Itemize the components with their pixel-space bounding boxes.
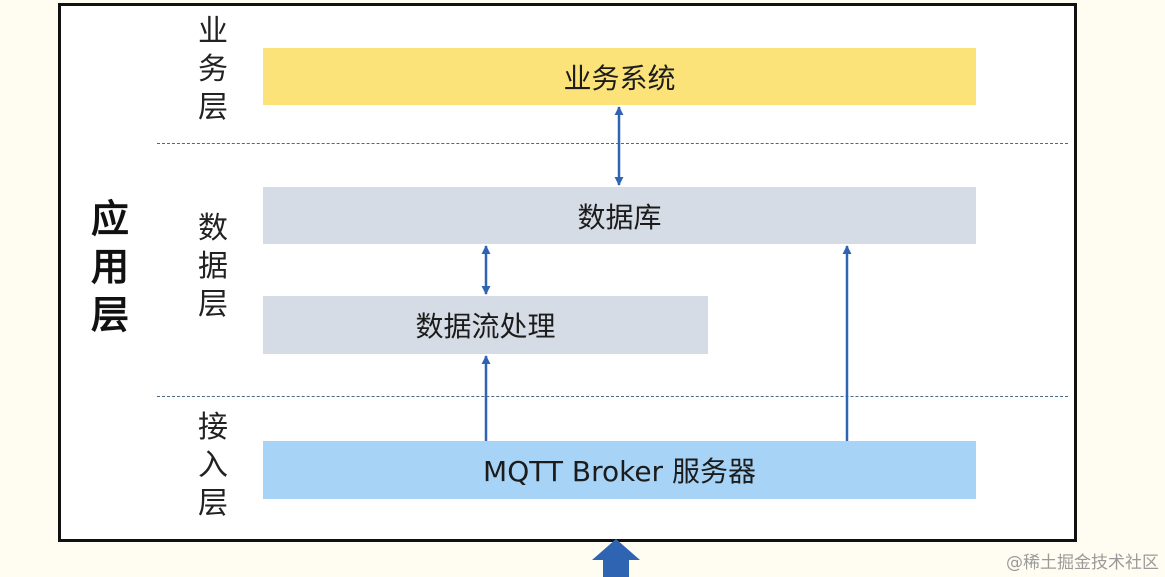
access-layer-label: 接入层 <box>198 410 228 521</box>
database-label: 数据库 <box>577 200 662 234</box>
mqtt-broker-box: MQTT Broker 服务器 <box>263 441 976 499</box>
data-access-divider <box>157 396 1068 397</box>
application-layer-label: 应用层 <box>90 197 129 337</box>
database-box: 数据库 <box>263 187 976 244</box>
inbound-arrow-icon <box>592 539 640 577</box>
stream-processing-box: 数据流处理 <box>263 296 708 354</box>
business-layer-label: 业务层 <box>198 14 228 125</box>
business-system-label: 业务系统 <box>563 61 676 95</box>
data-layer-label: 数据层 <box>198 211 228 322</box>
watermark: @稀土掘金技术社区 <box>1006 553 1159 573</box>
business-system-box: 业务系统 <box>263 48 976 105</box>
stream-processing-label: 数据流处理 <box>415 310 556 343</box>
business-data-divider <box>157 143 1068 144</box>
mqtt-broker-label: MQTT Broker 服务器 <box>483 455 756 488</box>
